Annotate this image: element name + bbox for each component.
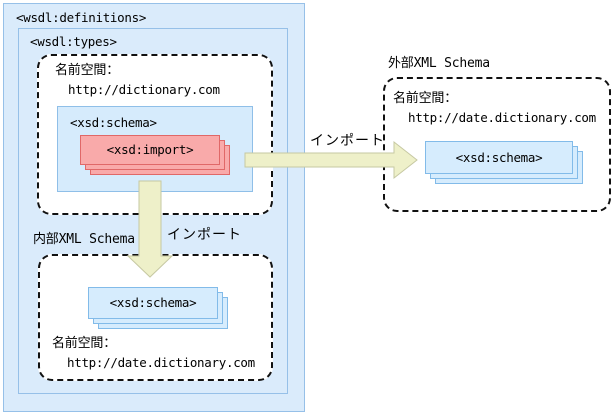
external-namespace-label: 名前空間： (393, 91, 458, 106)
xsd-import-label: <xsd:import> (106, 142, 194, 157)
external-schema-sheet-front: <xsd:schema> (425, 141, 573, 174)
xsd-import-stack: <xsd:import> (80, 135, 232, 177)
internal-schema-box: <xsd:schema> 名前空間： http://date.dictionar… (38, 254, 273, 381)
external-schema-tag-label: <xsd:schema> (455, 150, 543, 165)
wsdl-definitions-label: <wsdl:definitions> (16, 10, 147, 25)
import-down-label: インポート (167, 227, 242, 243)
internal-namespace-url: http://date.dictionary.com (67, 355, 255, 370)
main-namespace-label: 名前空間： (55, 63, 120, 78)
xsd-schema-label: <xsd:schema> (70, 115, 157, 130)
wsdl-types-label: <wsdl:types> (30, 34, 117, 49)
import-right-label: インポート (310, 133, 385, 149)
internal-namespace-label: 名前空間： (52, 336, 117, 351)
main-namespace-url: http://dictionary.com (68, 82, 220, 97)
internal-schema-stack: <xsd:schema> (88, 287, 230, 331)
xsd-import-sheet-front: <xsd:import> (80, 135, 220, 165)
internal-schema-title: 内部XML Schema (33, 232, 135, 247)
external-schema-title: 外部XML Schema (388, 56, 490, 71)
external-schema-stack: <xsd:schema> (425, 141, 585, 186)
external-namespace-url: http://date.dictionary.com (408, 110, 596, 125)
internal-schema-sheet-front: <xsd:schema> (88, 287, 218, 319)
external-schema-box: 名前空間： http://date.dictionary.com <xsd:sc… (383, 77, 611, 212)
internal-schema-tag-label: <xsd:schema> (109, 295, 197, 310)
